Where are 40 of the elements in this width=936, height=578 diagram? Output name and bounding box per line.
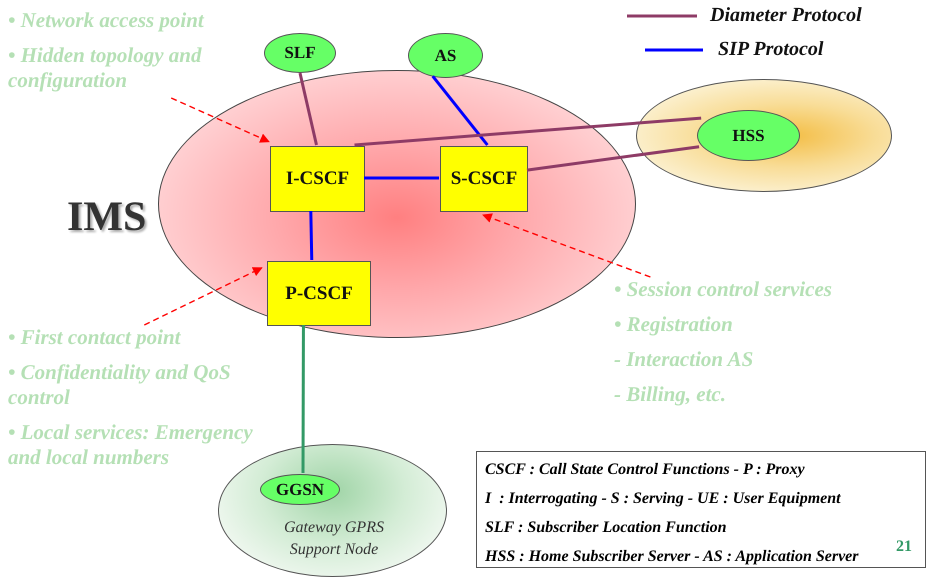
annotation-text: • Session control services — [614, 277, 832, 302]
annotation-text: • Local services: Emergency and local numbers — [8, 420, 254, 470]
node-label: SLF — [284, 43, 316, 63]
abbreviation-text: CSCF : Call State Control Functions - P : Proxy — [485, 460, 805, 480]
network-element-ellipse — [697, 110, 800, 161]
network-title: IMS — [67, 193, 146, 241]
leader-arrow — [170, 97, 270, 143]
node-label: I-CSCF — [286, 168, 350, 190]
connector-line — [432, 75, 489, 146]
annotation-text: - Interaction AS — [614, 347, 754, 372]
connector-line — [298, 72, 318, 146]
function-box — [267, 261, 371, 326]
connector-line — [309, 210, 314, 260]
annotation-text: • Hidden topology and configuration — [8, 43, 203, 93]
abbreviation-text: HSS : Home Subscriber Server - AS : Application Server — [485, 547, 858, 567]
connector-line — [364, 176, 439, 180]
node-label: S-CSCF — [450, 168, 518, 190]
legend-label: Diameter Protocol — [710, 4, 862, 27]
abbreviation-box — [476, 451, 926, 568]
leader-arrow — [482, 213, 651, 278]
annotation-text: - Billing, etc. — [614, 382, 726, 407]
abbreviation-text: SLF : Subscriber Location Function — [485, 518, 727, 538]
abbreviation-text: I : Interrogating - S : Serving - UE : User Equipment — [485, 489, 841, 509]
leader-arrow — [144, 267, 263, 326]
node-label: GGSN — [276, 480, 324, 500]
annotation-text: • Network access point — [8, 8, 204, 33]
connector-line — [354, 116, 702, 146]
annotation-text: • First contact point — [8, 325, 180, 350]
annotation-text: • Registration — [614, 312, 733, 337]
page-number: 21 — [896, 538, 912, 556]
caption-text: Gateway GPRS Support Node — [283, 518, 385, 560]
connector-line — [526, 145, 700, 172]
node-label: HSS — [732, 126, 765, 146]
node-label: P-CSCF — [285, 282, 353, 304]
node-label: AS — [434, 46, 456, 66]
function-box — [440, 146, 528, 212]
legend-label: SIP Protocol — [718, 38, 824, 61]
function-box — [270, 146, 365, 212]
annotation-text: • Confidentiality and QoS control — [8, 360, 232, 410]
connector-line — [302, 325, 305, 473]
